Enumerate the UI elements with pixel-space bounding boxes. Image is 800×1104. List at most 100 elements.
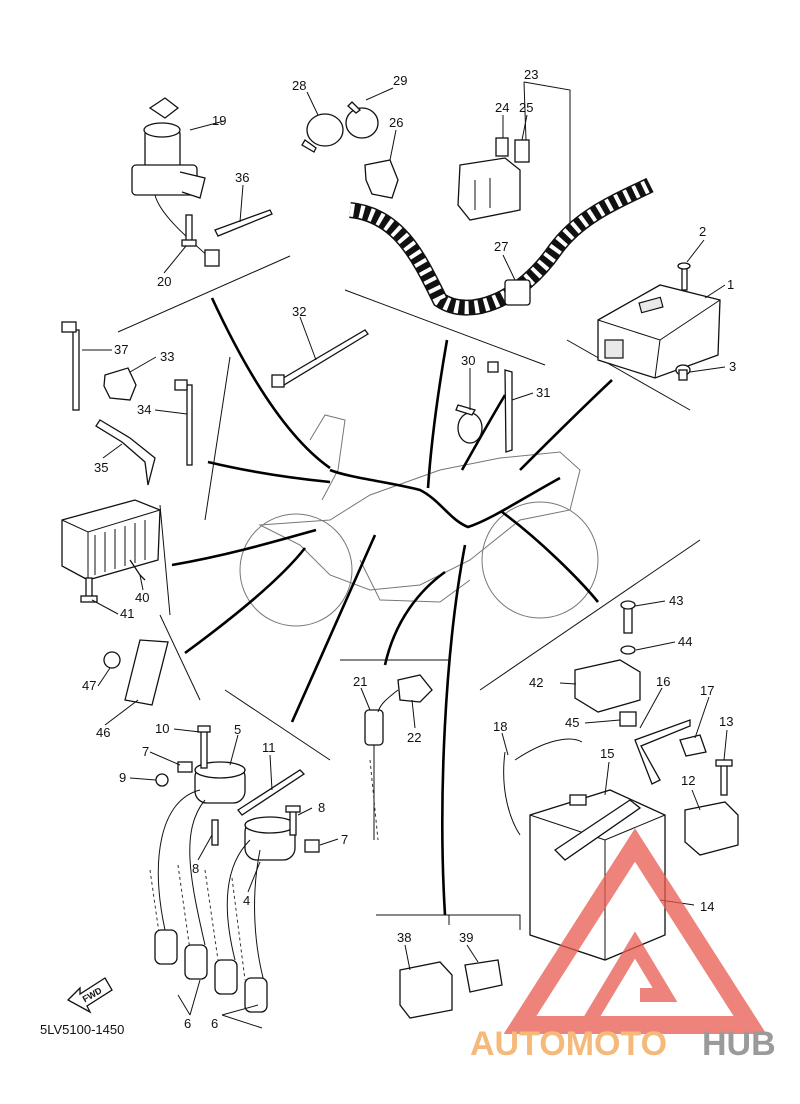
callout-21: 21 xyxy=(353,674,367,689)
band-26 xyxy=(364,159,399,199)
callout-34: 34 xyxy=(137,402,151,417)
bolt-8a xyxy=(285,805,301,836)
grommet-47 xyxy=(103,651,121,669)
sensor-22 xyxy=(377,674,433,713)
callout-31: 31 xyxy=(536,385,550,400)
washer-44 xyxy=(620,645,636,655)
cable-tie-11 xyxy=(237,769,306,816)
bolt-13 xyxy=(715,759,733,796)
callout-39: 39 xyxy=(459,930,473,945)
fwd-direction-badge: FWD xyxy=(66,977,113,1014)
holder-10 xyxy=(197,725,211,769)
hose-clamp-28 xyxy=(301,113,344,153)
callout-20: 20 xyxy=(157,274,171,289)
callout-25: 25 xyxy=(519,100,533,115)
fuse-25 xyxy=(514,139,530,163)
bolt-20 xyxy=(181,214,197,247)
starter-relay-42 xyxy=(574,659,641,713)
callout-47: 47 xyxy=(82,678,96,693)
ignition-coil-4 xyxy=(244,816,296,861)
nut-7b xyxy=(304,839,320,853)
callout-14: 14 xyxy=(700,899,714,914)
band-33 xyxy=(103,367,137,401)
callout-9: 9 xyxy=(119,770,126,785)
callout-3: 3 xyxy=(729,359,736,374)
lead-16 xyxy=(634,719,691,785)
cable-tie-36 xyxy=(204,209,273,267)
callout-13: 13 xyxy=(719,714,733,729)
starter-relay-12 xyxy=(684,801,739,856)
fuse-box xyxy=(457,157,521,221)
clip-34 xyxy=(174,379,193,466)
rectifier-regulator xyxy=(61,499,161,581)
callout-18: 18 xyxy=(493,719,507,734)
nut-7a xyxy=(177,761,193,773)
battery-band-15 xyxy=(553,799,642,861)
cover-17 xyxy=(679,734,707,757)
cable-tie-32 xyxy=(271,329,369,388)
callout-35: 35 xyxy=(94,460,108,475)
watermark-text-hub: HUB xyxy=(702,1025,776,1063)
screw-2 xyxy=(677,262,691,291)
plug-leads xyxy=(149,789,268,1013)
callout-1: 1 xyxy=(727,277,734,292)
wire-lead-35 xyxy=(95,419,156,486)
callout-37: 37 xyxy=(114,342,128,357)
washer-9 xyxy=(155,773,169,787)
sensor-21 xyxy=(364,709,384,841)
main-switch xyxy=(131,97,211,259)
callout-7a: 7 xyxy=(142,744,149,759)
relay-38 xyxy=(399,961,453,1019)
leader-lines xyxy=(82,81,728,1029)
callout-27: 27 xyxy=(494,239,508,254)
group-brackets xyxy=(117,255,701,930)
callout-8b: 8 xyxy=(192,861,199,876)
callout-43: 43 xyxy=(669,593,683,608)
callout-26: 26 xyxy=(389,115,403,130)
callout-42: 42 xyxy=(529,675,543,690)
callout-labels: 1 2 3 4 5 6 6 7 7 8 8 9 10 11 12 13 14 1… xyxy=(82,67,736,1031)
callout-17: 17 xyxy=(700,683,714,698)
callout-6a: 6 xyxy=(184,1016,191,1031)
callout-4: 4 xyxy=(243,893,250,908)
callout-32: 32 xyxy=(292,304,306,319)
callout-45: 45 xyxy=(565,715,579,730)
callout-30: 30 xyxy=(461,353,475,368)
callout-11: 11 xyxy=(262,740,276,755)
callout-41: 41 xyxy=(120,606,134,621)
callout-40: 40 xyxy=(135,590,149,605)
callout-33: 33 xyxy=(160,349,174,364)
battery-cable-18 xyxy=(503,738,583,836)
callout-6b: 6 xyxy=(211,1016,218,1031)
callout-29: 29 xyxy=(393,73,407,88)
holder-31 xyxy=(487,361,513,453)
callout-46: 46 xyxy=(96,725,110,740)
motorcycle-silhouette xyxy=(239,414,599,627)
clamp-30 xyxy=(455,404,483,444)
callout-5: 5 xyxy=(234,722,241,737)
wire-harness xyxy=(171,297,613,916)
callout-24: 24 xyxy=(495,100,509,115)
watermark-text-automoto: AUTOMOTO xyxy=(470,1025,667,1063)
connector-39 xyxy=(464,959,503,993)
callout-16: 16 xyxy=(656,674,670,689)
callout-19: 19 xyxy=(212,113,226,128)
bolt-43 xyxy=(620,600,636,634)
callout-15: 15 xyxy=(600,746,614,761)
bolt-41 xyxy=(80,577,98,603)
callout-23: 23 xyxy=(524,67,538,82)
nut-45 xyxy=(619,711,637,727)
cable-tie-37 xyxy=(61,321,80,411)
cover-46 xyxy=(124,639,169,706)
callout-28: 28 xyxy=(292,78,306,93)
callout-2: 2 xyxy=(699,224,706,239)
callout-22: 22 xyxy=(407,730,421,745)
bolt-8b xyxy=(211,819,219,846)
clamp-27 xyxy=(504,279,531,306)
battery-14 xyxy=(529,789,666,961)
callout-7b: 7 xyxy=(341,832,348,847)
callout-12: 12 xyxy=(681,773,695,788)
watermark-logo xyxy=(503,828,767,1034)
hose-clamp-29 xyxy=(345,101,379,139)
